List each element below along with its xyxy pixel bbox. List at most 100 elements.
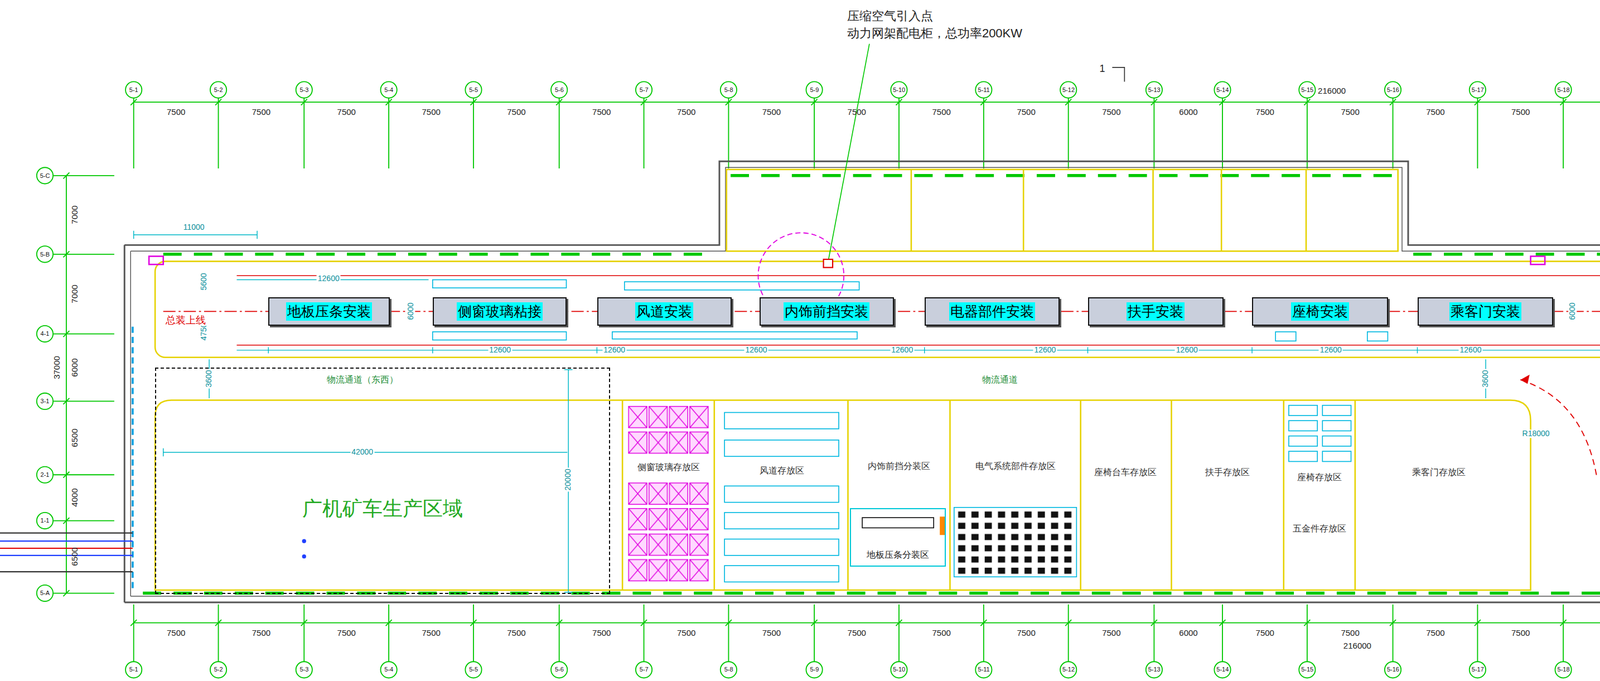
plan-label: 12600 — [602, 345, 627, 355]
top-left-dimension — [133, 230, 258, 240]
plan-label: 5-13 — [1148, 86, 1161, 94]
plan-label: 物流通道（东西） — [326, 374, 399, 385]
plan-label: 5-6 — [554, 665, 564, 673]
plan-label: 5-18 — [1557, 665, 1570, 673]
seat-rack — [1288, 420, 1318, 431]
seat-rack — [1288, 436, 1318, 447]
production-area-marks — [163, 359, 1486, 592]
utility-pipe-red — [0, 547, 133, 549]
material-rack — [1275, 331, 1297, 341]
seat-rack — [1322, 451, 1351, 462]
plan-label: 5-10 — [892, 86, 906, 94]
grid-lines-top — [133, 98, 1564, 169]
station-box: 地板压条安装 — [268, 297, 390, 326]
plan-label: 5-7 — [639, 86, 649, 94]
plan-label: 总装上线 — [164, 315, 207, 327]
assembly-line-area — [155, 261, 1600, 358]
plan-label: 7500 — [1255, 627, 1275, 638]
plan-label: 7500 — [1016, 107, 1036, 118]
plan-label: 7500 — [1101, 107, 1121, 118]
plan-label: 5-8 — [724, 665, 734, 673]
seat-rack — [1288, 405, 1318, 416]
production-area: 广机矿车生产区域 — [155, 367, 611, 594]
plan-label: 风道存放区 — [759, 465, 805, 476]
callouts — [823, 44, 1598, 478]
subassembly-box: 地板压条分装区 — [849, 508, 946, 567]
node-text: 座椅安装 — [1291, 302, 1350, 321]
plan-label: 7500 — [252, 627, 271, 638]
material-rack — [624, 281, 860, 290]
plan-label: 7500 — [677, 627, 696, 638]
dimension-text: 5600 — [199, 273, 209, 291]
plan-label: 电气系统部件存放区 — [975, 461, 1056, 472]
plan-label: 扶手存放区 — [1205, 467, 1250, 478]
plan-label: 7500 — [506, 107, 526, 118]
plan-label: 7500 — [166, 627, 186, 638]
outer-wall — [124, 161, 1600, 603]
grid-lines-bottom — [133, 604, 1564, 662]
seat-rack — [1288, 451, 1318, 462]
plan-label: 5-16 — [1386, 665, 1400, 673]
station-box: 风道安装 — [597, 297, 733, 326]
plan-label: 5-17 — [1471, 86, 1485, 94]
node-text: 风道安装 — [635, 302, 694, 321]
seat-rack — [1322, 420, 1351, 431]
station-box: 内饰前挡安装 — [759, 297, 895, 326]
building-walls — [0, 161, 1600, 603]
duct-rack — [724, 565, 839, 582]
plan-label: 7500 — [931, 107, 951, 118]
plan-label: 5-12 — [1062, 86, 1075, 94]
area-dimension-lines — [163, 359, 1486, 592]
dimension-line-top — [130, 99, 1600, 106]
plan-label: 5-2 — [214, 86, 224, 94]
end-marker — [1530, 255, 1546, 265]
dimension-text: 6000 — [1568, 301, 1577, 322]
plan-label: 物流通道 — [982, 374, 1018, 385]
plan-label: 3-1 — [40, 397, 50, 405]
storage-fixtures — [627, 404, 1351, 583]
plan-label: 5-8 — [724, 86, 734, 94]
plan-label: 11000 — [183, 223, 205, 232]
plan-label: 5-2 — [214, 665, 224, 673]
seat-grid — [954, 507, 1077, 577]
dimension-text: 37000 — [52, 355, 62, 380]
plan-label: 5-A — [40, 589, 50, 597]
assembly-line — [133, 230, 1600, 354]
plan-label: 5-6 — [554, 86, 564, 94]
plan-label: 7500 — [421, 627, 441, 638]
plan-label: 7500 — [506, 627, 526, 638]
marker-dot — [302, 539, 307, 544]
plan-label: 5-15 — [1301, 86, 1314, 94]
plan-label: 1-1 — [40, 516, 50, 524]
plan-label: 7500 — [1016, 627, 1036, 638]
plan-label: 7500 — [762, 627, 781, 638]
node-text: 电器部件安装 — [949, 302, 1036, 321]
dimension-text: 3600 — [1481, 368, 1491, 389]
axis-circles-top — [125, 81, 1572, 98]
utility-pipe-blue — [0, 540, 133, 556]
node-text: 扶手安装 — [1126, 302, 1185, 321]
plan-label: 7500 — [592, 627, 611, 638]
dimension-text: 3600 — [204, 368, 214, 389]
duct-rack — [724, 485, 839, 502]
plan-label: 7500 — [1101, 627, 1121, 638]
plan-label: R18000 — [1521, 429, 1551, 438]
seat-rack — [1322, 436, 1351, 447]
node-text: 地板压条安装 — [286, 302, 372, 321]
plan-label: 2-1 — [40, 471, 50, 478]
plan-label: 7500 — [1255, 107, 1275, 118]
material-rack — [612, 331, 858, 340]
dimension-text: 20000 — [564, 467, 573, 492]
material-rack — [1367, 331, 1389, 341]
yellow-zones — [155, 169, 1600, 591]
station-box: 乘客门安装 — [1417, 297, 1554, 326]
plan-label: 7500 — [1426, 107, 1445, 118]
material-rack — [432, 279, 567, 289]
plan-label: 7500 — [1511, 107, 1530, 118]
plan-label: 7500 — [1511, 627, 1530, 638]
plan-label: 216000 — [1343, 641, 1372, 651]
plan-label: 5-9 — [809, 86, 819, 94]
plan-label: 侧窗玻璃存放区 — [637, 462, 700, 473]
utility-pipe-dark — [0, 571, 133, 573]
plan-label: 6000 — [1178, 107, 1198, 118]
